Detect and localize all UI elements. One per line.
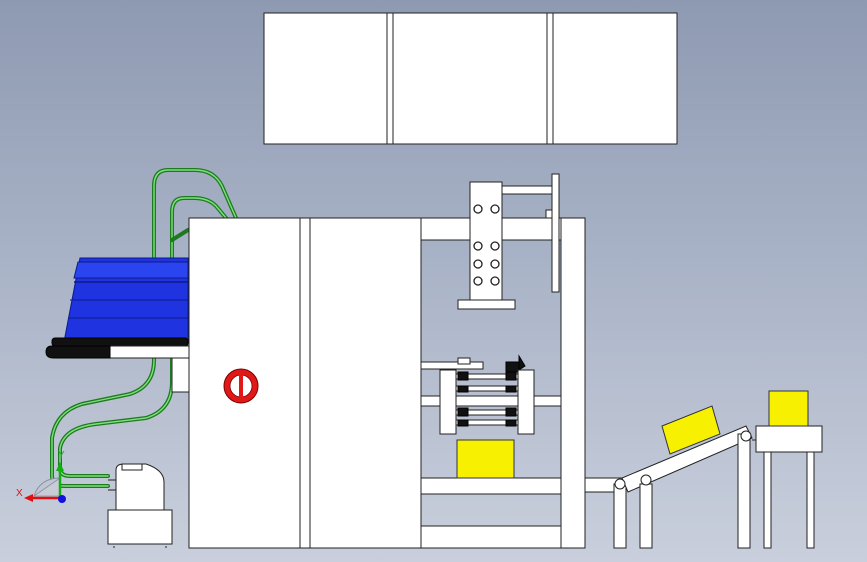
infeed-conveyor[interactable] (45, 337, 191, 393)
main-cabinet[interactable] (188, 217, 422, 549)
product-box-on-conveyor[interactable] (661, 405, 721, 455)
y-axis-arrow-icon (56, 462, 64, 471)
machine-emblem-icon[interactable] (223, 368, 259, 404)
x-axis-arrow-icon (24, 494, 33, 502)
air-compressor[interactable] (107, 463, 173, 548)
collection-table[interactable] (752, 425, 823, 549)
forming-head[interactable] (457, 173, 560, 310)
outfeed-conveyor[interactable] (584, 425, 753, 549)
coordinate-triad: X Y (16, 450, 66, 503)
x-axis-label: X (16, 488, 23, 499)
product-box-in-machine[interactable] (456, 439, 515, 479)
frame-structure[interactable] (420, 217, 586, 549)
sealing-jaws[interactable] (420, 354, 562, 435)
product-box-on-table[interactable] (768, 390, 809, 427)
z-axis-icon (58, 495, 66, 503)
overhead-cabinet[interactable] (263, 12, 678, 145)
feed-hopper[interactable] (63, 257, 189, 343)
y-axis-label: Y (58, 450, 65, 461)
